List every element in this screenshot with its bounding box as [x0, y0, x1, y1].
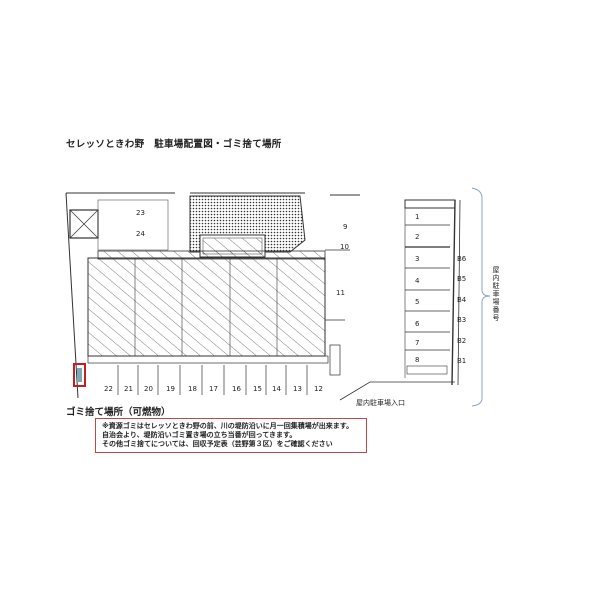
parking-spot-label: 14 [272, 385, 281, 393]
parking-spot-label: 15 [253, 385, 262, 393]
parking-spot-label: 9 [343, 223, 347, 231]
parking-spot-label: 5 [415, 298, 419, 306]
parking-spot-label: 18 [188, 385, 197, 393]
parking-spot-label: 22 [104, 385, 113, 393]
parking-spot-label: 10 [340, 243, 349, 251]
note-line: 自治会より、堤防沿いゴミ置き場の立ち当番が回ってきます。 [102, 431, 297, 439]
indoor-parking-column [339, 199, 461, 401]
parking-spot-label: B4 [457, 296, 467, 304]
parking-spot-label: 19 [166, 385, 175, 393]
main-building [87, 250, 329, 364]
garden-area [189, 195, 306, 258]
parking-spot-label: 24 [136, 230, 145, 238]
parking-spot-label: 11 [336, 289, 345, 297]
parking-spot-label: 8 [415, 356, 419, 364]
parking-spot-label: 12 [314, 385, 323, 393]
parking-spot-label: 21 [124, 385, 133, 393]
note-line: その他ゴミ捨てについては、回収予定表（芸野第３区）をご確認ください [102, 440, 333, 448]
parking-spot-label: B2 [457, 337, 466, 345]
indoor-bracket [471, 187, 491, 407]
page-title: セレッソときわ野 駐車場配置図・ゴミ捨て場所 [66, 139, 282, 150]
parking-spot-label: 2 [415, 233, 419, 241]
garbage-bin [77, 368, 82, 382]
garbage-note: ※資源ゴミはセレッソときわ野の前、川の堤防沿いに月一回集積場が出来ます。 自治会… [95, 418, 367, 453]
parking-spot-label: B1 [457, 357, 466, 365]
parking-spot-label: 6 [415, 320, 420, 328]
parking-spot-label: B5 [457, 275, 466, 283]
note-line: ※資源ゴミはセレッソときわ野の前、川の堤防沿いに月一回集積場が出来ます。 [102, 422, 354, 430]
bottom-spot-dividers [117, 365, 308, 395]
garbage-location-marker [73, 363, 86, 387]
parking-spot-label: 20 [144, 385, 153, 393]
parking-spot-label: 17 [209, 385, 218, 393]
indoor-numbers-label: 屋内駐車場番号 [492, 266, 500, 322]
parking-spot-label: 13 [293, 385, 302, 393]
top-left-block [69, 199, 169, 251]
site-boundary [65, 192, 360, 399]
right-parking-area [324, 249, 350, 376]
parking-spot-label: 16 [232, 385, 241, 393]
parking-spot-label: 1 [415, 213, 419, 221]
parking-spot-label: 7 [415, 339, 419, 347]
parking-spot-label: 23 [136, 209, 145, 217]
garbage-location-label: ゴミ捨て場所（可燃物） [66, 407, 171, 418]
parking-spot-label: 3 [415, 255, 419, 263]
parking-spot-label: 4 [415, 277, 420, 285]
parking-spot-label: B6 [457, 255, 467, 263]
parking-spot-label: B3 [457, 316, 466, 324]
indoor-entrance-label: 屋内駐車場入口 [356, 399, 405, 407]
